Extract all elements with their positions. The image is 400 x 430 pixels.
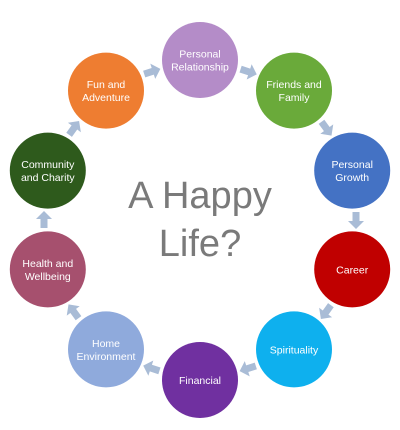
node-label: Financial [179, 375, 221, 387]
cycle-arrow-icon [239, 361, 257, 377]
node-label: Friends and [266, 79, 322, 91]
cycle-arrow-icon [239, 64, 257, 80]
cycle-node-financial: Financial [162, 342, 238, 418]
node-circle [256, 52, 332, 129]
node-label: Adventure [82, 92, 130, 104]
node-label: Relationship [171, 62, 229, 74]
cycle-arrow-icon [143, 360, 161, 376]
node-circle [9, 231, 86, 308]
node-circle [68, 52, 144, 129]
node-circle [9, 132, 86, 209]
node-circle [68, 311, 144, 388]
cycle-arrow-icon [66, 121, 81, 137]
node-circle [256, 311, 332, 388]
node-circle [314, 132, 391, 209]
node-label: Home [92, 338, 120, 350]
node-circle [162, 342, 238, 418]
cycle-arrows [36, 63, 364, 377]
center-title-line-1: A Happy [128, 175, 272, 217]
node-label: Spirituality [270, 344, 319, 356]
cycle-arrow-icon [318, 119, 334, 136]
node-label: Community [21, 159, 75, 171]
node-label: Health and [22, 258, 73, 270]
center-title-line-2: Life? [159, 223, 241, 265]
node-circle [162, 22, 238, 98]
node-label: Environment [77, 351, 136, 363]
cycle-arrow-icon [66, 304, 82, 321]
node-label: Wellbeing [25, 271, 71, 283]
node-label: Career [336, 264, 369, 276]
cycle-node-spirituality: Spirituality [256, 311, 332, 388]
cycle-arrow-icon [319, 303, 334, 319]
cycle-arrow-icon [348, 212, 364, 229]
node-label: and Charity [21, 172, 75, 184]
node-label: Personal [331, 159, 372, 171]
node-label: Fun and [87, 79, 126, 91]
node-label: Growth [335, 172, 369, 184]
node-label: Family [279, 92, 311, 104]
node-label: Personal [179, 49, 220, 61]
cycle-arrow-icon [143, 63, 161, 79]
cycle-node-career: Career [314, 231, 391, 308]
cycle-arrow-icon [36, 211, 52, 228]
node-circle [314, 231, 391, 308]
